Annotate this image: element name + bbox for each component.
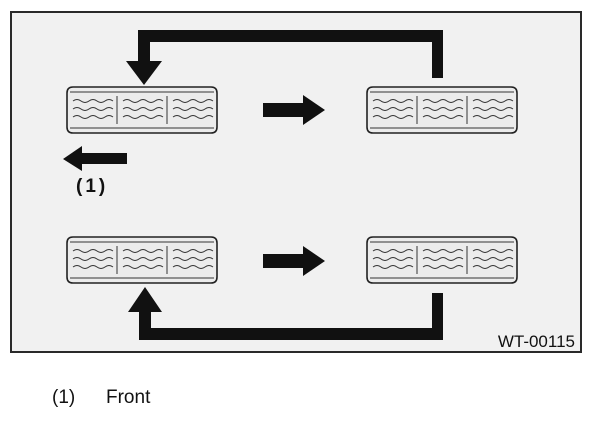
figure-code: WT-00115 [498, 332, 575, 351]
front-marker-label: (1) [76, 176, 108, 197]
tire-icon [366, 236, 518, 284]
tire-rotation-diagram: (1) WT-00115 [10, 11, 582, 353]
legend-number: (1) [52, 387, 76, 408]
arrow-right-icon [263, 246, 325, 276]
legend-text: Front [106, 387, 151, 408]
arrow-right-icon [263, 95, 325, 125]
tire-icon [66, 86, 218, 134]
tire-icon [366, 86, 518, 134]
arrow-left-icon [63, 146, 127, 171]
diagram-border [10, 11, 582, 353]
diagram-canvas: (1) WT-00115 [10, 11, 582, 353]
rotation-arrow-icon [126, 30, 443, 85]
legend: (1) Front [52, 387, 150, 409]
tire-icon [66, 236, 218, 284]
rotation-arrow-icon [128, 287, 443, 340]
